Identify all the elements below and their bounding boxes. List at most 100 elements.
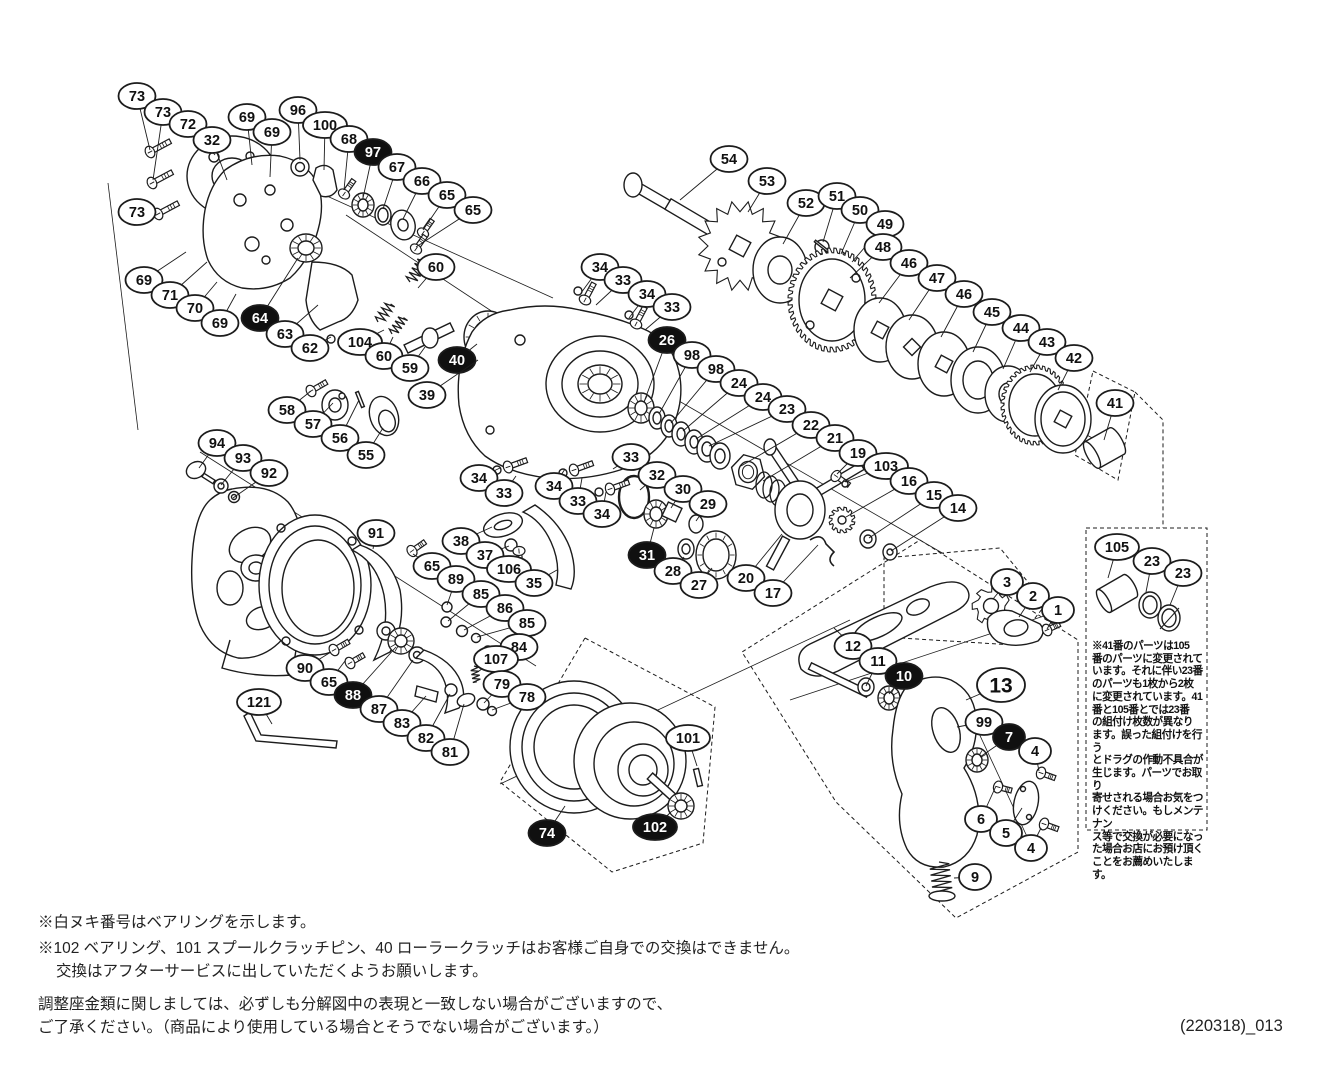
callout-bubble [407,381,447,409]
callout-91: 91 [356,519,396,550]
callout-bubble [1027,328,1067,356]
callout-39: 39 [407,359,479,409]
part-path [521,504,575,590]
callout-number: 33 [664,300,680,316]
callout-bubble [200,309,240,337]
callout-number: 37 [477,548,493,564]
callout-number: 34 [592,260,608,276]
callout-94: 94 [197,429,237,469]
dashed-group-outline [499,637,716,873]
part-circle [280,218,294,232]
inset-note-line: ます。誤った組付けを行う [1092,728,1202,754]
callout-121: 121 [236,688,282,725]
inset-note-line: とドラグの作動不具合が [1092,754,1204,767]
part-ring [695,530,737,580]
callout-number: 90 [297,661,313,677]
part-ring [859,529,877,549]
callout-62: 62 [290,334,332,362]
callout-102: 102 [632,811,678,841]
part-ring [774,480,826,540]
part-screw [604,479,631,496]
callout-number: 9 [971,870,979,886]
part-screw [409,233,429,255]
callout-bubble [453,196,493,224]
part-circle [624,310,634,320]
callout-46: 46 [878,249,929,304]
part-circle [851,273,861,283]
inset-note-line: 番のパーツに変更されて [1092,652,1203,665]
part-circle [485,425,495,435]
part-line [1159,607,1180,630]
callout-number: 33 [570,494,586,510]
callout-number: 65 [424,559,440,575]
callout-bubble [1018,737,1052,765]
callout-number: 34 [471,471,487,487]
callout-bubble [1095,389,1135,417]
dashed-group-box [1085,527,1208,831]
callout-59: 59 [390,346,430,382]
callout-33: 33 [611,443,651,471]
callout-number: 46 [956,287,972,303]
callout-number: 41 [1107,396,1123,412]
callout-number: 79 [494,677,510,693]
part-ellipse [493,519,513,531]
part-rect [820,288,844,312]
part-circle [1019,785,1027,793]
part-ellipse [928,890,956,902]
part-screw [337,177,357,200]
part-path [986,609,1044,646]
part-ellipse [368,395,400,437]
callout-bubble [976,667,1026,703]
callout-107: 107 [473,645,519,673]
callout-bubble [767,395,807,423]
callout-number: 50 [852,203,868,219]
callout-69: 69 [252,118,292,178]
callout-number: 57 [305,417,321,433]
part-ring [643,499,669,529]
callout-bubble [972,298,1012,326]
callout-number: 2 [1029,589,1037,605]
callout-bubble [192,126,232,154]
callout-number: 32 [204,133,220,149]
part-circle [841,480,849,488]
part-circle [264,184,276,196]
part-circle [294,161,306,173]
callout-23: 23 [1163,559,1203,606]
part-hexnut [730,453,766,491]
callout-bubble [964,708,1004,736]
callout-number: 44 [1013,321,1029,337]
callout-4: 4 [1014,827,1048,862]
callout-bubble [267,396,307,424]
callout-number: 99 [976,715,992,731]
callout-number: 32 [649,468,665,484]
callout-bubble [665,724,711,752]
callout-81: 81 [430,703,470,766]
part-screw [578,281,597,306]
part-circle [470,632,482,644]
inset-note-line: た場合お店にお預け頂く [1092,843,1204,856]
callout-33: 33 [484,475,524,507]
callout-number: 23 [779,402,795,418]
callout-number: 58 [279,403,295,419]
callout-number: 85 [473,587,489,603]
part-ellipse [623,172,643,198]
callout-12: 12 [833,627,873,660]
callout-number: 64 [252,311,268,327]
callout-number: 24 [755,390,771,406]
callout-70: 70 [175,281,218,322]
part-path [809,536,836,567]
document-code: (220318)_013 [1180,1017,1283,1035]
part-circle [837,515,847,525]
part-ellipse [617,474,651,520]
part-ring [877,685,901,711]
callout-number: 13 [989,675,1012,698]
callout-29: 29 [688,490,728,522]
part-circle [1025,813,1033,821]
bearing-callout-bubble [333,681,373,709]
callout-bubble [688,490,728,518]
part-rect [934,354,954,374]
callout-4: 4 [1018,737,1052,772]
callout-9: 9 [953,863,992,891]
callout-number: 102 [643,820,667,836]
